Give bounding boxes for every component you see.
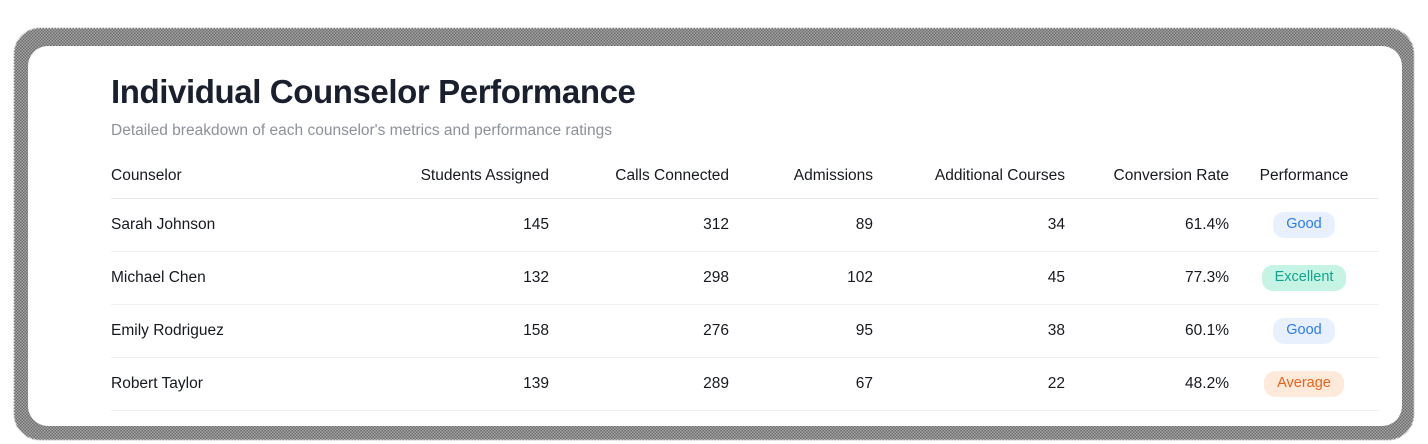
counselor-performance-table: Counselor Students Assigned Calls Connec…: [111, 167, 1379, 411]
cell-performance: Good: [1229, 304, 1379, 358]
status-badge: Average: [1264, 371, 1344, 397]
column-header-admissions[interactable]: Admissions: [729, 167, 873, 199]
cell-conversion-rate: 60.1%: [1065, 304, 1229, 358]
table-header-row: Counselor Students Assigned Calls Connec…: [111, 167, 1379, 199]
cell-conversion-rate: 61.4%: [1065, 198, 1229, 252]
cell-admissions: 89: [729, 198, 873, 252]
cell-performance: Average: [1229, 357, 1379, 411]
cell-additional-courses: 22: [873, 357, 1065, 411]
cell-additional-courses: 34: [873, 198, 1065, 252]
cell-students-assigned: 145: [357, 198, 549, 252]
page-subtitle: Detailed breakdown of each counselor's m…: [111, 122, 612, 139]
cell-admissions: 102: [729, 251, 873, 305]
cell-additional-courses: 45: [873, 251, 1065, 305]
cell-calls-connected: 289: [549, 357, 729, 411]
table-container: Counselor Students Assigned Calls Connec…: [28, 141, 1402, 411]
column-header-calls-connected[interactable]: Calls Connected: [549, 167, 729, 199]
cell-students-assigned: 158: [357, 304, 549, 358]
page-title: Individual Counselor Performance: [111, 73, 636, 110]
cell-conversion-rate: 48.2%: [1065, 357, 1229, 411]
cell-calls-connected: 276: [549, 304, 729, 358]
column-header-conversion-rate[interactable]: Conversion Rate: [1065, 167, 1229, 199]
cell-admissions: 95: [729, 304, 873, 358]
cell-additional-courses: 38: [873, 304, 1065, 358]
cell-students-assigned: 132: [357, 251, 549, 305]
column-header-counselor[interactable]: Counselor: [111, 167, 357, 199]
status-badge: Good: [1273, 318, 1335, 344]
cell-calls-connected: 298: [549, 251, 729, 305]
column-header-students-assigned[interactable]: Students Assigned: [357, 167, 549, 199]
performance-card: Individual Counselor Performance Detaile…: [28, 46, 1402, 426]
cell-counselor: Emily Rodriguez: [111, 304, 357, 358]
status-badge: Excellent: [1261, 265, 1347, 291]
cell-conversion-rate: 77.3%: [1065, 251, 1229, 305]
table-header: Counselor Students Assigned Calls Connec…: [111, 167, 1379, 199]
column-header-performance[interactable]: Performance: [1229, 167, 1379, 199]
status-badge: Good: [1273, 212, 1335, 238]
cell-performance: Good: [1229, 198, 1379, 252]
cell-counselor: Robert Taylor: [111, 357, 357, 411]
cell-counselor: Sarah Johnson: [111, 198, 357, 252]
cell-calls-connected: 312: [549, 198, 729, 252]
cell-performance: Excellent: [1229, 251, 1379, 305]
cell-admissions: 67: [729, 357, 873, 411]
cell-counselor: Michael Chen: [111, 251, 357, 305]
column-header-additional-courses[interactable]: Additional Courses: [873, 167, 1065, 199]
cell-students-assigned: 139: [357, 357, 549, 411]
